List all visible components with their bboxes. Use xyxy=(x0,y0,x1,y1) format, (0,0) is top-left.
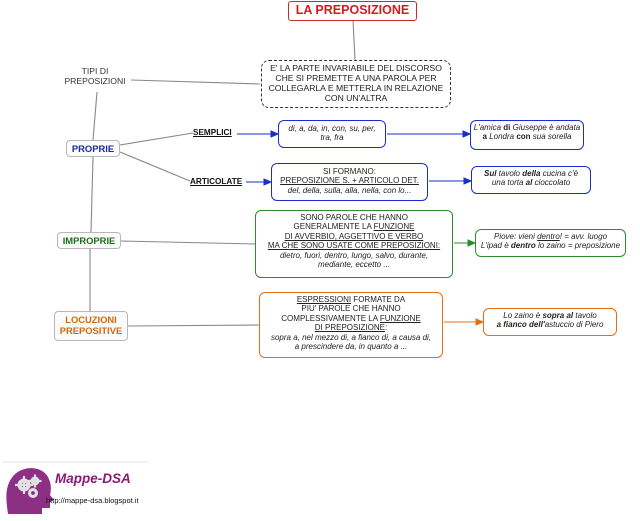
improprie-example-line: L'ipad è dentro lo zaino = preposizione xyxy=(480,241,621,251)
semplici-list-line: tra, fra xyxy=(320,133,344,143)
locuzioni-example-line: a fianco dell'astuccio di Piero xyxy=(496,320,604,330)
category-proprie: PROPRIE xyxy=(66,140,120,157)
types-label: TIPI DI PREPOSIZIONI xyxy=(60,66,130,87)
logo-url[interactable]: http://mappe-dsa.blogspot.it xyxy=(46,496,139,505)
improprie-list: dietro, fuori, dentro, lungo, salvo, dur… xyxy=(279,250,429,260)
articolate-line: SI FORMANO: xyxy=(323,167,376,176)
locuzioni-line: ESPRESSIONI FORMATE DA xyxy=(296,295,406,304)
semplici-list-line: di, a, da, in, con, su, per, xyxy=(288,124,376,133)
improprie-line: SONO PAROLE CHE HANNO xyxy=(300,213,408,222)
locuzioni-line: DI PREPOSIZIONE: xyxy=(314,323,388,333)
definition-line: CON UN'ALTRA xyxy=(324,93,388,104)
articolate-list: del, della, sulla, alla, nella, con lo..… xyxy=(287,185,412,195)
page-title: LA PREPOSIZIONE xyxy=(288,1,417,21)
definition-line: COLLEGARLA E METTERLA IN RELAZIONE xyxy=(268,83,444,94)
semplici-example-line: L'amica di Giuseppe è andata xyxy=(473,123,581,132)
articolate-example-box: Sul tavolo della cucina c'è una torta al… xyxy=(471,166,591,194)
locuzioni-line: COMPLESSIVAMENTE LA FUNZIONE xyxy=(281,313,421,323)
definition-line: CHE SI PREMETTE A UNA PAROLA PER xyxy=(275,73,437,84)
semplici-example-box: L'amica di Giuseppe è andata a Londra co… xyxy=(470,120,584,150)
semplici-example-line: a Londra con sua sorella xyxy=(482,132,572,142)
head-gears-icon xyxy=(2,461,148,514)
improprie-line: DI AVVERBIO, AGGETTIVO E VERBO xyxy=(284,231,424,241)
logo xyxy=(0,460,150,516)
locuzioni-list: a prescindere da, in quanto a ... xyxy=(294,342,408,352)
improprie-example-line: Piove: vieni dentro! = avv. luogo xyxy=(493,232,608,241)
logo-name: Mappe-DSA xyxy=(55,471,131,486)
locuzioni-box: ESPRESSIONI FORMATE DA PIU' PAROLE CHE H… xyxy=(259,292,443,358)
definition-box: E' LA PARTE INVARIABILE DEL DISCORSO CHE… xyxy=(261,60,451,108)
category-locuzioni-line: LOCUZIONI xyxy=(65,314,117,325)
category-improprie: IMPROPRIE xyxy=(57,232,121,249)
improprie-box: SONO PAROLE CHE HANNO GENERALMENTE LA FU… xyxy=(255,210,453,278)
definition-line: E' LA PARTE INVARIABILE DEL DISCORSO xyxy=(270,63,442,73)
locuzioni-line: PIU' PAROLE CHE HANNO xyxy=(301,304,401,314)
locuzioni-example-box: Lo zaino è sopra al tavolo a fianco dell… xyxy=(483,308,617,336)
improprie-line: GENERALMENTE LA FUNZIONE xyxy=(293,222,415,232)
improprie-line: MA CHE SONO USATE COME PREPOSIZIONI: xyxy=(267,241,441,251)
articolate-example-line: Sul tavolo della cucina c'è xyxy=(483,169,579,178)
locuzioni-list: sopra a, nel mezzo di, a fianco di, a ca… xyxy=(270,332,432,342)
types-label-line: TIPI DI xyxy=(81,66,109,76)
semplici-list-box: di, a, da, in, con, su, per, tra, fra xyxy=(278,120,386,148)
articolate-label: ARTICOLATE xyxy=(190,177,243,186)
semplici-label: SEMPLICI xyxy=(193,128,232,137)
locuzioni-example-line: Lo zaino è sopra al tavolo xyxy=(503,311,597,320)
types-label-line: PREPOSIZIONI xyxy=(64,76,126,87)
articolate-formula: PREPOSIZIONE S. + ARTICOLO DET. xyxy=(280,176,419,186)
category-locuzioni: LOCUZIONI PREPOSITIVE xyxy=(54,311,128,341)
improprie-example-box: Piove: vieni dentro! = avv. luogo L'ipad… xyxy=(475,229,626,257)
category-locuzioni-line: PREPOSITIVE xyxy=(59,325,123,337)
improprie-list: mediante, eccetto ... xyxy=(317,260,391,270)
articolate-box: SI FORMANO: PREPOSIZIONE S. + ARTICOLO D… xyxy=(271,163,428,201)
articolate-example-line: una torta al cioccolato xyxy=(491,178,571,188)
